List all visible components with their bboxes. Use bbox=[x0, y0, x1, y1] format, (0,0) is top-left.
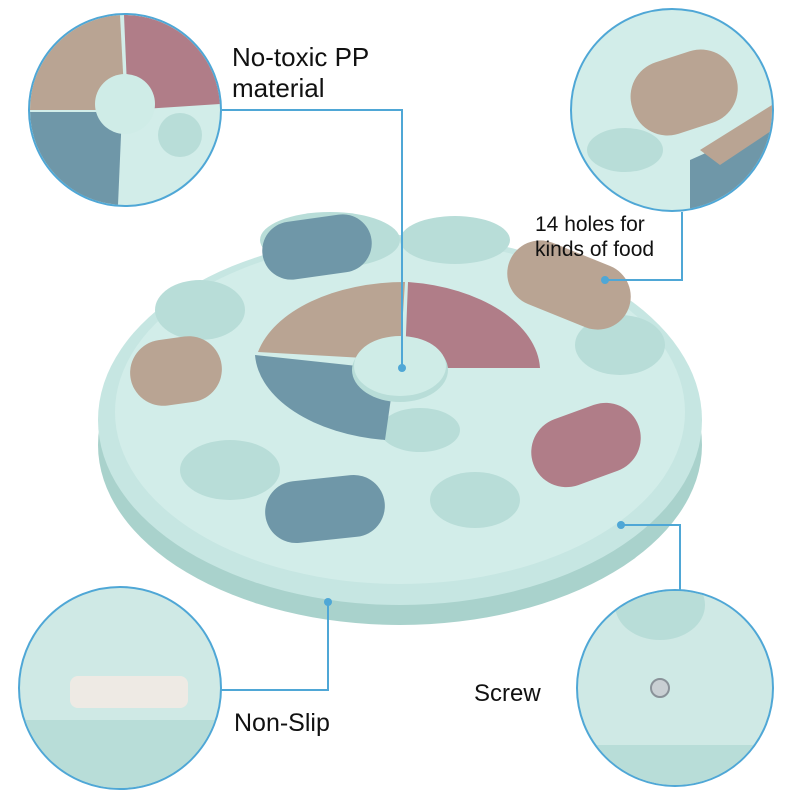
callout-screw: Screw bbox=[474, 680, 541, 707]
zoom-top-right bbox=[570, 8, 774, 212]
callout-material-line2: material bbox=[232, 73, 325, 104]
zoom-bottom-left bbox=[18, 586, 222, 790]
feeder-main bbox=[98, 212, 702, 625]
callout-holes-line1: 14 holes for bbox=[535, 213, 645, 236]
callout-material: No-toxic PP material bbox=[232, 42, 452, 104]
zoom-top-left bbox=[28, 13, 222, 207]
callout-holes-line2: kinds of food bbox=[535, 238, 655, 262]
callout-holes: 14 holes for kinds of food bbox=[535, 212, 695, 262]
zoom-bottom-right bbox=[576, 589, 774, 787]
callout-nonslip: Non-Slip bbox=[234, 709, 330, 737]
leader-lines bbox=[220, 109, 683, 691]
leader-dots bbox=[324, 276, 625, 606]
callout-material-line1: No-toxic PP bbox=[232, 42, 370, 72]
